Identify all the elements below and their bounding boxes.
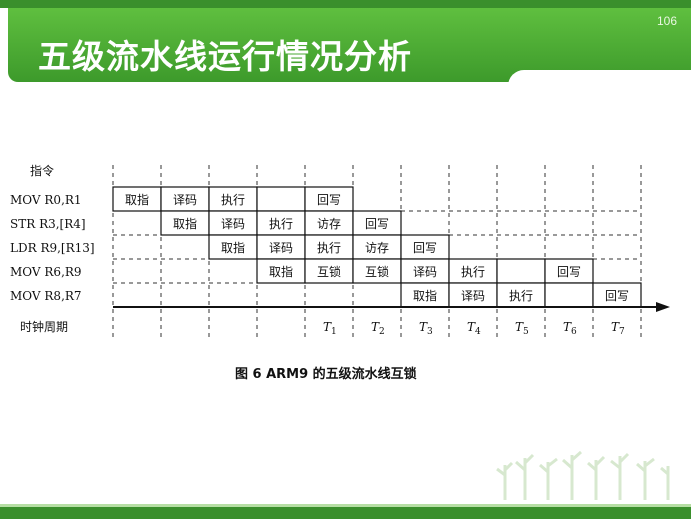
stage-cell [256,210,306,236]
clock-tick-subscript: 5 [523,327,529,337]
stage-cell [304,234,354,260]
stage-cell [304,210,354,236]
instruction-header: 指令 [30,163,54,178]
clock-tick-subscript: 6 [571,327,577,337]
stage-label: 译码 [173,193,197,207]
stage-label: 执行 [509,289,533,303]
time-axis-arrowhead [656,302,670,312]
clock-tick-letter: T [371,320,380,334]
instruction-label: MOV R0,R1 [10,193,82,207]
clock-tick-letter: T [323,320,332,334]
footer-bar [0,507,691,519]
stage-label: 译码 [269,241,293,255]
figure-caption: 图 6 ARM9 的五级流水线互锁 [235,366,417,382]
stage-label: 译码 [221,217,245,231]
clock-tick-letter: T [515,320,524,334]
clock-tick-label: T2 [371,320,385,337]
plant-decoration [496,450,670,500]
stage-label: 译码 [461,289,485,303]
stage-label: 取指 [269,264,293,279]
clock-tick-subscript: 7 [619,327,625,337]
stage-cell [304,186,354,212]
clock-tick-label: T4 [467,320,481,337]
clock-tick-letter: T [611,320,620,334]
clock-tick-letter: T [563,320,572,334]
stage-label: 回写 [365,217,389,231]
stage-label: 执行 [461,265,485,279]
instruction-label: MOV R6,R9 [10,265,82,279]
clock-tick-subscript: 3 [427,327,433,337]
clock-tick-letter: T [467,320,476,334]
page-number: 106 [656,14,677,28]
stage-label: 访存 [365,241,389,255]
stage-cell [112,186,162,212]
clock-tick-subscript: 2 [379,327,385,337]
stage-label: 执行 [317,241,341,255]
stage-cell [544,258,594,284]
clock-label: 时钟周期 [20,319,68,334]
instruction-label: LDR R9,[R13] [10,241,95,255]
instruction-label: MOV R8,R7 [10,289,82,303]
stage-label: 执行 [269,217,293,231]
stage-cell [256,258,306,284]
clock-tick-label: T6 [563,320,577,337]
stage-cell [400,234,450,260]
stage-label: 访存 [317,217,341,231]
clock-tick-label: T1 [323,320,337,337]
clock-tick-label: T5 [515,320,529,337]
stage-label: 回写 [557,265,581,279]
stage-label: 取指 [173,216,197,231]
clock-tick-letter: T [419,320,428,334]
stage-cell [592,282,642,308]
clock-tick-subscript: 1 [331,327,337,337]
stage-label: 互锁 [317,264,341,279]
stage-label: 回写 [605,289,629,303]
stage-label: 取指 [221,240,245,255]
instruction-label: STR R3,[R4] [10,217,86,231]
stage-label: 取指 [413,288,437,303]
stage-label: 执行 [221,193,245,207]
footer-line [0,504,691,507]
stage-cell [544,282,594,308]
slide-title: 五级流水线运行情况分析 [38,37,412,76]
stage-cell [352,210,402,236]
stage-cell [496,258,546,284]
stage-cell [256,186,306,212]
stage-label: 译码 [413,265,437,279]
slide-header: 106 五级流水线运行情况分析 [8,8,691,82]
stage-label: 取指 [125,192,149,207]
header-decoration [508,70,691,98]
stage-label: 回写 [317,193,341,207]
stage-cell [208,234,258,260]
stage-cell [352,234,402,260]
clock-tick-label: T7 [611,320,625,337]
clock-tick-subscript: 4 [475,327,481,337]
top-bar [0,0,691,8]
clock-tick-label: T3 [419,320,433,337]
stage-label: 互锁 [365,264,389,279]
stage-label: 回写 [413,241,437,255]
